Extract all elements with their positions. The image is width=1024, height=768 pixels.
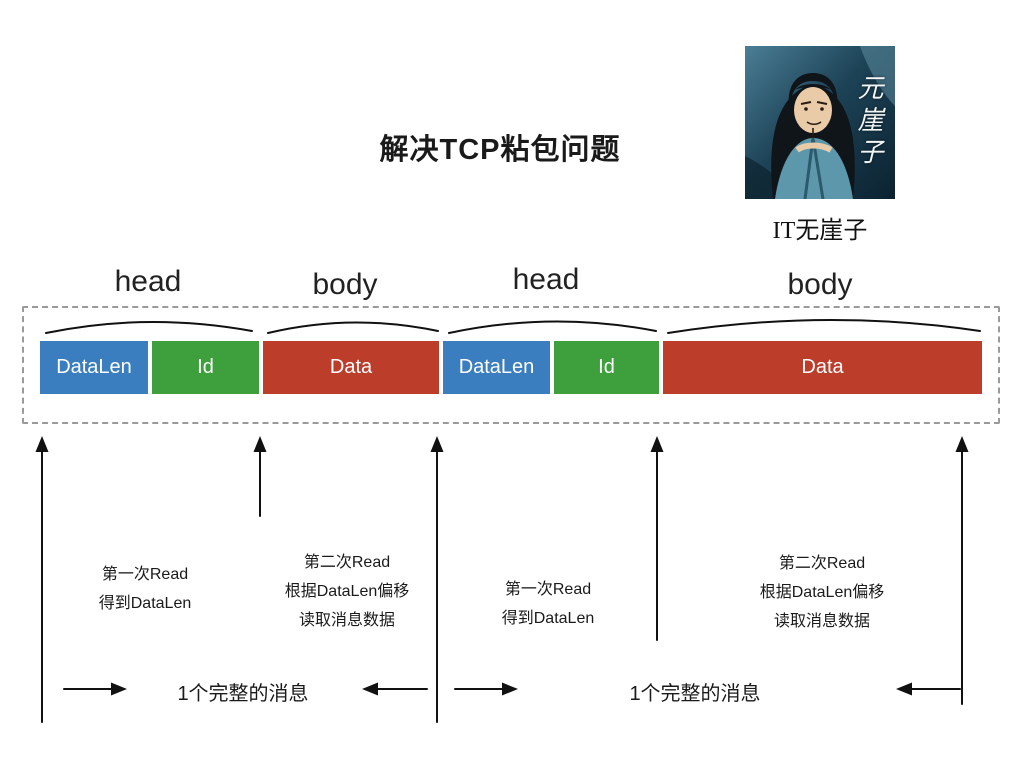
annotation-first-read-2: 第一次Read 得到DataLen xyxy=(501,581,595,627)
span-arrowhead-left-1 xyxy=(362,682,378,696)
avatar: 元崖子 xyxy=(745,46,895,199)
segment-data-1: Data xyxy=(263,341,439,394)
segment-datalen-2: DataLen xyxy=(443,341,550,394)
segment-datalen-1: DataLen xyxy=(40,341,148,394)
label-head-1: head xyxy=(114,265,182,298)
segment-id-2: Id xyxy=(554,341,659,394)
annotation-first-read-1: 第一次Read 得到DataLen xyxy=(98,566,192,612)
label-head-2: head xyxy=(512,263,580,296)
byte-stream-box xyxy=(22,306,1000,424)
span-arrowhead-right-1 xyxy=(111,682,127,696)
label-body-1: body xyxy=(312,268,378,301)
author-caption: IT无崖子 xyxy=(772,218,868,244)
annotation-second-read-1: 第二次Read 根据DataLen偏移 读取消息数据 xyxy=(284,554,410,629)
avatar-watermark-text: 元崖子 xyxy=(854,74,883,170)
page-title: 解决TCP粘包问题 xyxy=(379,134,621,166)
label-body-2: body xyxy=(787,268,853,301)
span-arrowhead-left-2 xyxy=(896,682,912,696)
boundary-arrowhead-1 xyxy=(35,436,49,452)
avatar-image xyxy=(745,46,895,199)
boundary-arrowhead-4 xyxy=(650,436,664,452)
boundary-arrowhead-2 xyxy=(253,436,267,452)
segment-id-1: Id xyxy=(152,341,259,394)
segment-data-2: Data xyxy=(663,341,982,394)
complete-message-label-2: 1个完整的消息 xyxy=(629,683,761,705)
annotation-second-read-2: 第二次Read 根据DataLen偏移 读取消息数据 xyxy=(759,555,885,630)
boundary-arrowhead-3 xyxy=(430,436,444,452)
span-arrowhead-right-2 xyxy=(502,682,518,696)
boundary-arrowhead-5 xyxy=(955,436,969,452)
complete-message-label-1: 1个完整的消息 xyxy=(177,683,309,705)
